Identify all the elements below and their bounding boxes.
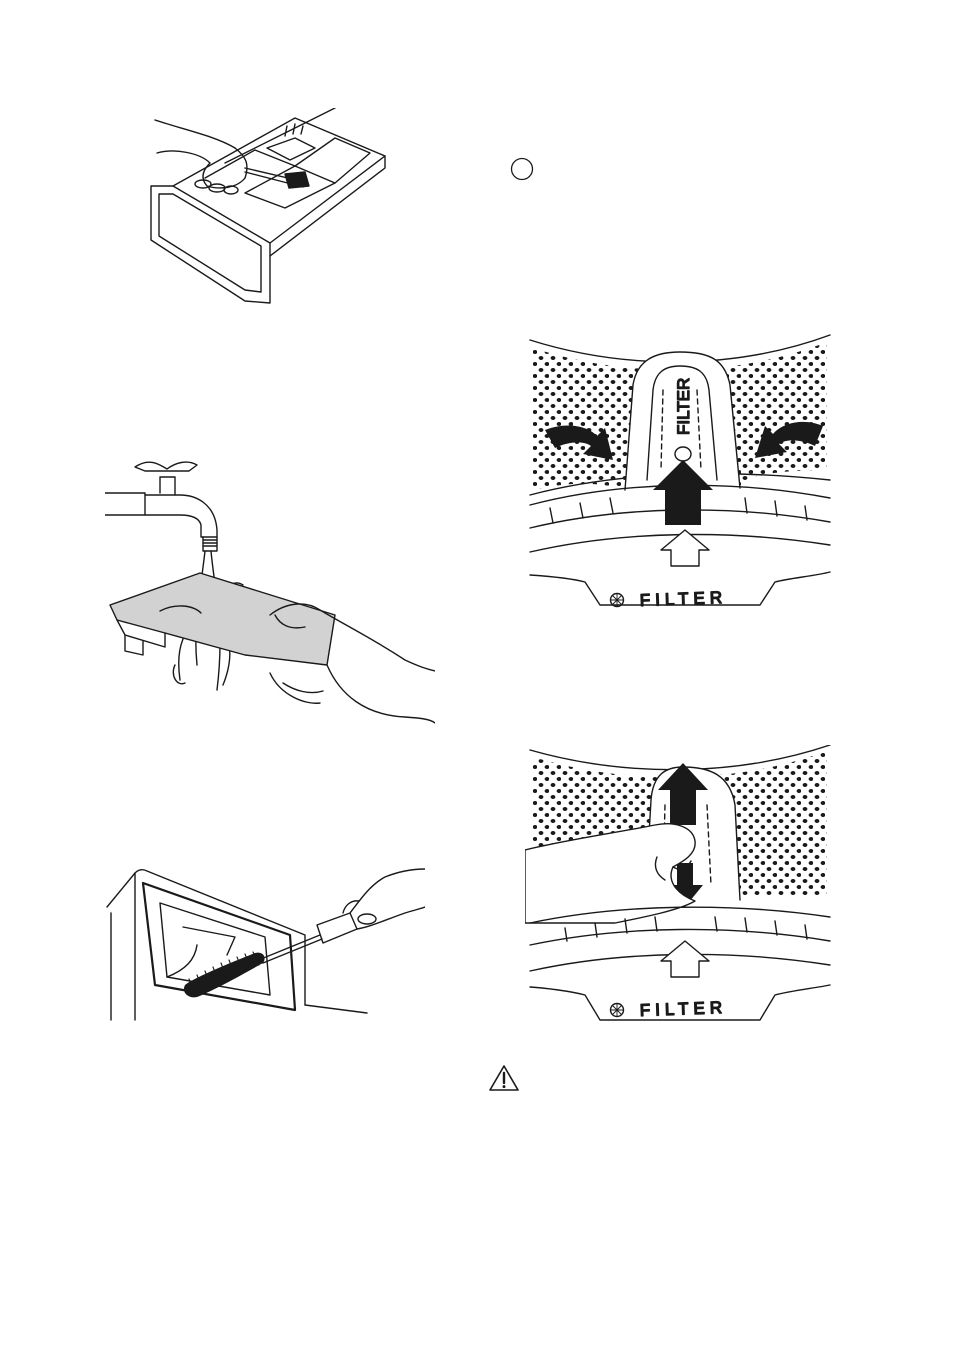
brush-recess-illustration — [105, 865, 425, 1025]
drum-filter-remove-illustration: FILTER — [525, 745, 835, 1035]
cover-filter-text: FILTER — [674, 378, 693, 435]
rinse-under-tap-illustration — [105, 455, 435, 730]
rim-filter-text: FILTER — [639, 588, 727, 610]
drum-filter-open-illustration: FILTER FILTER — [525, 330, 835, 620]
rim-filter-text-bottom: FILTER — [639, 998, 727, 1020]
warning-triangle-icon — [488, 1064, 520, 1092]
dispenser-drawer-illustration — [145, 108, 395, 308]
circle-outline-icon — [510, 157, 534, 181]
